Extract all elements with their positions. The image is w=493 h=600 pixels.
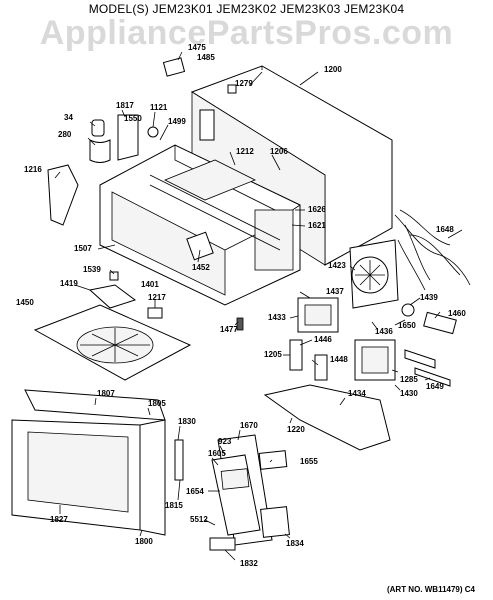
part-label-1621: 1621: [308, 221, 326, 230]
cavity-frame-drawing: [99, 144, 301, 306]
part-label-1434: 1434: [348, 389, 366, 398]
part-label-1121: 1121: [150, 103, 168, 112]
part-label-1626: 1626: [308, 205, 326, 214]
part-label-1485: 1485: [197, 53, 215, 62]
part-label-1475: 1475: [188, 43, 206, 52]
part-label-1670: 1670: [240, 421, 258, 430]
part-label-1436: 1436: [375, 327, 393, 336]
part-label-1460: 1460: [448, 309, 466, 318]
part-label-1832: 1832: [240, 559, 258, 568]
part-labels: 1475 1485 1279 1200 34 1817 1121 1550 14…: [16, 43, 466, 568]
part-label-1285: 1285: [400, 375, 418, 384]
leader-lines: [54, 51, 463, 561]
part-label-1216: 1216: [24, 165, 42, 174]
wire-harness-drawing: [394, 209, 471, 291]
part-label-1649: 1649: [426, 382, 444, 391]
part-label-1205: 1205: [264, 350, 282, 359]
mode-stirrer-drawing: [164, 159, 256, 261]
part-label-1423: 1423: [328, 261, 346, 270]
part-label-1655: 1655: [300, 457, 318, 466]
part-label-1206: 1206: [270, 147, 288, 156]
part-label-1433: 1433: [268, 313, 286, 322]
part-label-1279: 1279: [235, 79, 253, 88]
part-label-34: 34: [64, 113, 73, 122]
watermark: AppliancePartsPros.com: [39, 14, 454, 52]
part-label-1815: 1815: [165, 501, 183, 510]
part-label-1477: 1477: [220, 325, 238, 334]
door-assembly-drawing: [11, 389, 184, 536]
part-label-1217: 1217: [148, 293, 166, 302]
part-label-1507: 1507: [74, 244, 92, 253]
part-label-1212: 1212: [236, 147, 254, 156]
model-header: MODEL(S) JEM23K01 JEM23K02 JEM23K03 JEM2…: [88, 2, 405, 16]
part-label-1401: 1401: [141, 280, 159, 289]
turntable-tray-drawing: [33, 271, 244, 381]
part-label-1800: 1800: [135, 537, 153, 546]
part-label-1437: 1437: [326, 287, 344, 296]
part-label-1450: 1450: [16, 298, 34, 307]
part-label-1605: 1605: [208, 449, 226, 458]
part-label-5512: 5512: [190, 515, 208, 524]
part-label-1200: 1200: [324, 65, 342, 74]
part-label-1830: 1830: [178, 417, 196, 426]
part-label-1650: 1650: [398, 321, 416, 330]
part-label-1805: 1805: [148, 399, 166, 408]
part-label-280: 280: [58, 130, 72, 139]
art-number: (ART NO. WB11479) C4: [386, 585, 475, 594]
part-label-1452: 1452: [192, 263, 210, 272]
part-label-1817: 1817: [116, 101, 134, 110]
part-label-1439: 1439: [420, 293, 438, 302]
part-label-1648: 1648: [436, 225, 454, 234]
control-panel-drawing: [209, 434, 290, 551]
part-label-1807: 1807: [97, 389, 115, 398]
part-label-923: 923: [218, 437, 232, 446]
part-label-1499: 1499: [168, 117, 186, 126]
part-label-1419: 1419: [60, 279, 78, 288]
fan-motor-drawing: [349, 239, 399, 309]
part-label-1550: 1550: [124, 114, 142, 123]
part-label-1430: 1430: [400, 389, 418, 398]
part-label-1827: 1827: [50, 515, 68, 524]
part-label-1539: 1539: [83, 265, 101, 274]
part-label-1220: 1220: [287, 425, 305, 434]
small-parts-drawing: [47, 57, 237, 226]
part-label-1654: 1654: [186, 487, 204, 496]
base-duct-drawing: [263, 339, 391, 451]
transformer-drawing: [297, 297, 457, 387]
part-label-1448: 1448: [330, 355, 348, 364]
part-label-1446: 1446: [314, 335, 332, 344]
part-label-1834: 1834: [286, 539, 304, 548]
